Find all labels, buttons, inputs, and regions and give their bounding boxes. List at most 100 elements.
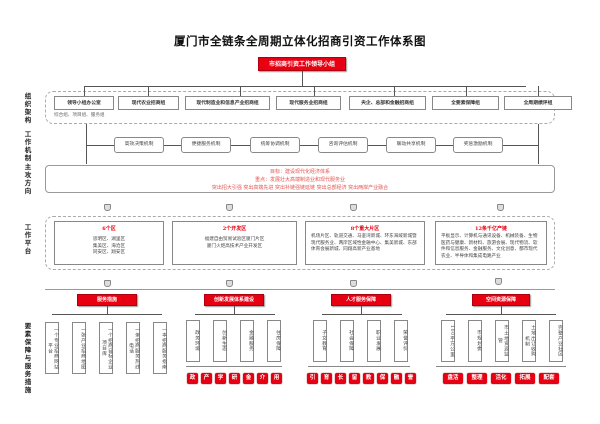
org-note: 综合组、项目组、服务组	[54, 113, 105, 118]
section-head[interactable]: 空间资源保障	[472, 294, 530, 306]
measure-item[interactable]: 100平方公里	[441, 320, 455, 362]
connector	[195, 314, 275, 315]
measure-item[interactable]: 创新生态	[213, 320, 227, 362]
measure-item[interactable]: 一本招商服务指南	[153, 322, 167, 374]
platform-title: 8个重大片区	[350, 226, 380, 232]
tag: 拓展	[515, 373, 535, 384]
platform-title: 6个区	[102, 226, 116, 232]
tag: 活化	[491, 373, 511, 384]
tag: 融	[391, 373, 402, 384]
platform-line: 厦门火炬高技术产业开发区	[206, 243, 263, 249]
divider	[436, 366, 566, 367]
org-unit[interactable]: 现代服务业招商组	[276, 96, 341, 110]
tag: 誉	[405, 373, 416, 384]
section-head[interactable]: 人才服务保障	[331, 294, 391, 306]
measure-item[interactable]: 政务环境	[186, 320, 200, 362]
measure-item[interactable]: 完整产业社区	[549, 320, 563, 362]
connector	[446, 314, 556, 315]
shield-icon	[350, 280, 357, 287]
platform-line: 思明区、湖里区	[92, 237, 126, 242]
org-unit[interactable]: 央企、总部和金融招商组	[349, 96, 426, 110]
org-unit[interactable]: 现代制造业和信息产业招商组	[185, 96, 270, 110]
page-title: 厦门市全链条全周期立体化招商引资工作体系图	[174, 34, 426, 48]
direction-focus: 重点：发展壮大高端制造业和现代服务业	[254, 177, 345, 183]
platform-body: 平板显示、计算机与通讯设备、机械装备、生物医药与健康、新材料、旅游会展、现代物流…	[441, 234, 538, 259]
measure-item[interactable]: 市土地资源监管	[495, 320, 509, 362]
side-label-support: 要素保障与服务措施	[24, 322, 32, 394]
tag: 介	[257, 373, 268, 384]
mechanism-box[interactable]: 联动共享机制	[386, 137, 436, 153]
section-head[interactable]: 服务措施	[77, 294, 137, 306]
connector	[302, 71, 303, 86]
platform-title: 2个开发区	[222, 226, 247, 232]
measure-item[interactable]: 一张产业招商地图	[72, 322, 86, 374]
tag: 引	[307, 373, 318, 384]
platform-line: 福建自由贸易试验区厦门片区	[204, 237, 265, 242]
platform-body: 思明区、湖里区 集美区、海沧区 同安区、翔安区	[55, 237, 163, 257]
measure-item[interactable]: 社会保障	[340, 320, 354, 362]
measure-item[interactable]: 一个招商目标企业项目库	[99, 322, 113, 374]
connector	[466, 86, 467, 96]
measure-item[interactable]: 金融服务	[240, 320, 254, 362]
section-head[interactable]: 创新发展体系建设	[204, 294, 264, 306]
platform-line: 集美区、海沧区	[92, 243, 126, 249]
measure-item[interactable]: 一个专业招商网站平台	[45, 322, 59, 374]
tag: 保	[377, 373, 388, 384]
tag: 教	[363, 373, 374, 384]
tag: 育	[321, 373, 332, 384]
mechanism-box[interactable]: 高效决策机制	[114, 137, 164, 153]
measure-item[interactable]: 住房保障	[267, 320, 281, 362]
tag: 整理	[467, 373, 487, 384]
mechanism-box[interactable]: 统筹协调机制	[250, 137, 300, 153]
platform-body: 福建自由贸易试验区厦门片区 厦门火炬高技术产业开发区	[173, 237, 296, 250]
connector	[361, 306, 362, 314]
connector	[86, 124, 87, 164]
connector	[394, 86, 395, 96]
divider	[186, 366, 282, 367]
connector	[240, 86, 241, 96]
tag: 研	[229, 373, 240, 384]
measure-item[interactable]: 一条招商服务热线电话	[126, 322, 140, 374]
measure-item[interactable]: 市规划委	[468, 320, 482, 362]
connector	[538, 86, 539, 96]
tag: 金	[243, 373, 254, 384]
measure-item[interactable]: 土地出让收购机制	[522, 320, 536, 362]
side-label-direction: 主攻方向	[24, 163, 32, 195]
platform-line: 同安区、翔安区	[92, 250, 126, 255]
platform-title: 12条千亿产链	[475, 226, 507, 232]
shield-icon	[497, 204, 504, 211]
mechanism-box[interactable]: 咨询评估机制	[318, 137, 368, 153]
direction-box: 目标：建设现代化经济体系 重点：发展壮大高端制造业和现代服务业 突出招大引强 突…	[45, 165, 555, 193]
tag: 学	[215, 373, 226, 384]
platform-box[interactable]: 2个开发区 福建自由贸易试验区厦门片区 厦门火炬高技术产业开发区	[172, 221, 297, 265]
connector	[148, 86, 149, 96]
platform-box[interactable]: 8个重大片区 机场片区、轨道交通、马銮湾新城、环东海域新城暨现代服务业、两岸区域…	[305, 221, 425, 265]
shield-icon	[495, 278, 502, 285]
side-label-mechanism: 工作机制	[24, 130, 32, 162]
org-unit[interactable]: 现代农业招商组	[118, 96, 179, 110]
org-unit[interactable]: 领导小组办公室	[54, 96, 114, 110]
leader-group-box[interactable]: 市招商引资工作领导小组	[258, 57, 346, 71]
connector	[322, 314, 402, 315]
connector	[234, 306, 235, 314]
divider	[45, 289, 555, 290]
mechanism-box[interactable]: 便捷服务机制	[181, 137, 231, 153]
platform-body: 机场片区、轨道交通、马銮湾新城、环东海域新城暨现代服务业、两岸区域性金融中心、集…	[311, 234, 417, 252]
platform-box[interactable]: 6个区 思明区、湖里区 集美区、海沧区 同安区、翔安区	[54, 221, 164, 265]
tag: 产	[201, 373, 212, 384]
connector	[538, 124, 539, 164]
measure-item[interactable]: 荣誉评价	[394, 320, 408, 362]
shield-icon	[226, 204, 233, 211]
connector	[84, 86, 85, 96]
connector	[501, 306, 502, 314]
shield-icon	[226, 280, 233, 287]
measure-item[interactable]: 子女教育	[313, 320, 327, 362]
shield-icon	[104, 204, 111, 211]
org-unit[interactable]: 全要素保障组	[432, 96, 499, 110]
direction-goal: 目标：建设现代化经济体系	[269, 169, 330, 175]
direction-highlights: 突出招大引强 突出高端先进 突出补链强链延链 突出总部经济 突出两岸产业融合	[211, 185, 389, 191]
mechanism-box[interactable]: 奖惩激励机制	[453, 137, 503, 153]
org-unit[interactable]: 全周期绩评组	[504, 96, 572, 110]
platform-box[interactable]: 12条千亿产链 平板显示、计算机与通讯设备、机械装备、生物医药与健康、新材料、旅…	[435, 221, 547, 265]
measure-item[interactable]: 职业发展	[367, 320, 381, 362]
